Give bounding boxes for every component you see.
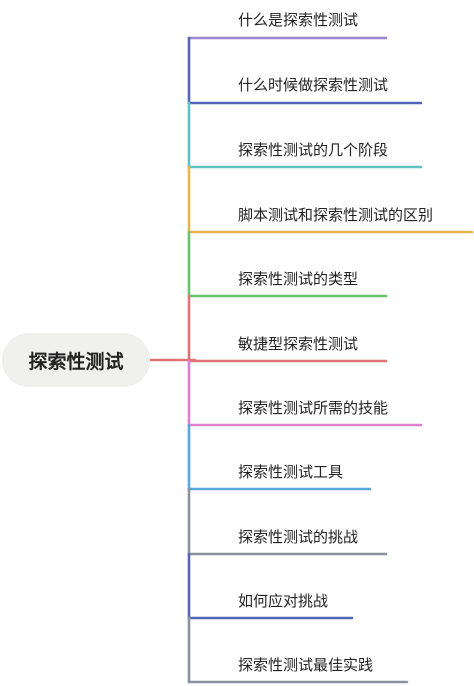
branch-label-2[interactable]: 什么时候做探索性测试 bbox=[238, 76, 389, 94]
branch-label-3[interactable]: 探索性测试的几个阶段 bbox=[238, 141, 389, 159]
root-node-label: 探索性测试 bbox=[28, 350, 124, 373]
branch-label-11[interactable]: 探索性测试最佳实践 bbox=[238, 656, 374, 674]
branch-label-8[interactable]: 探索性测试工具 bbox=[238, 463, 344, 481]
root-node[interactable]: 探索性测试 bbox=[2, 333, 150, 387]
branch-label-10[interactable]: 如何应对挑战 bbox=[238, 592, 329, 610]
branch-label-4[interactable]: 脚本测试和探索性测试的区别 bbox=[238, 206, 434, 224]
branch-label-5[interactable]: 探索性测试的类型 bbox=[238, 270, 359, 288]
branch-label-9[interactable]: 探索性测试的挑战 bbox=[238, 528, 359, 546]
branch-label-7[interactable]: 探索性测试所需的技能 bbox=[238, 399, 389, 417]
branch-label-1[interactable]: 什么是探索性测试 bbox=[238, 11, 359, 29]
branch-label-6[interactable]: 敏捷型探索性测试 bbox=[238, 335, 359, 353]
